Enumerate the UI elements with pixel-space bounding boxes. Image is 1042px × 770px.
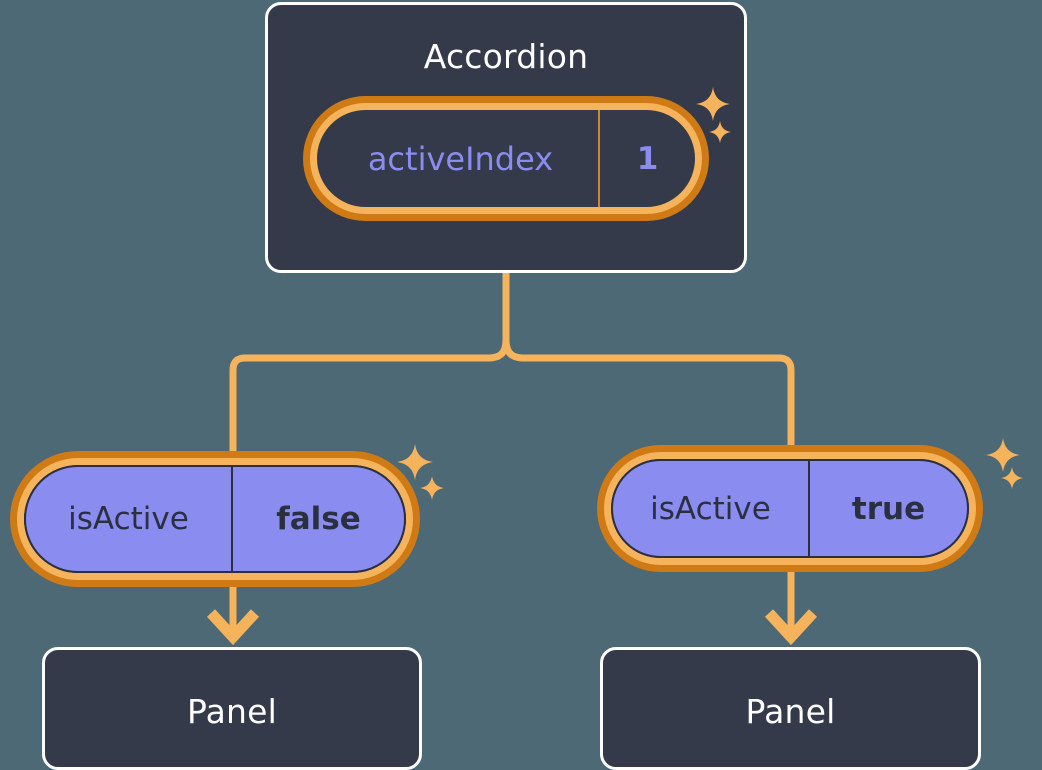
component-label-panel-right: Panel: [745, 692, 836, 731]
sparkle-icon: [1001, 467, 1023, 489]
state-pill-body: activeIndex 1: [317, 110, 695, 207]
connector-branch-right: [502, 336, 795, 464]
sparkle-icon: [986, 438, 1020, 472]
state-pill-body: isActive false: [24, 465, 406, 573]
state-pill-isactive-left[interactable]: isActive false: [17, 458, 413, 580]
sparkle-icon: [397, 444, 433, 480]
state-key-activeindex: activeIndex: [367, 139, 554, 178]
arrow-head-left: [206, 609, 260, 646]
sparkle-icon: [420, 476, 444, 500]
state-value-isactive-left: false: [231, 467, 404, 571]
arrow-head-right: [764, 609, 818, 646]
component-node-panel-left[interactable]: Panel: [42, 647, 422, 770]
state-value-activeindex: 1: [598, 110, 695, 207]
state-pill-body: isActive true: [611, 459, 969, 558]
component-label-panel-left: Panel: [186, 692, 278, 731]
state-key-isactive-right: isActive: [650, 490, 771, 527]
state-pill-isactive-right[interactable]: isActive true: [604, 452, 976, 565]
state-key-isactive-left: isActive: [68, 501, 189, 537]
connector-branch-left: [229, 336, 510, 470]
component-label-accordion: Accordion: [423, 37, 589, 76]
state-pill-activeindex[interactable]: activeIndex 1: [310, 103, 702, 214]
component-node-panel-right[interactable]: Panel: [600, 647, 981, 770]
state-value-isactive-right: true: [808, 461, 967, 556]
